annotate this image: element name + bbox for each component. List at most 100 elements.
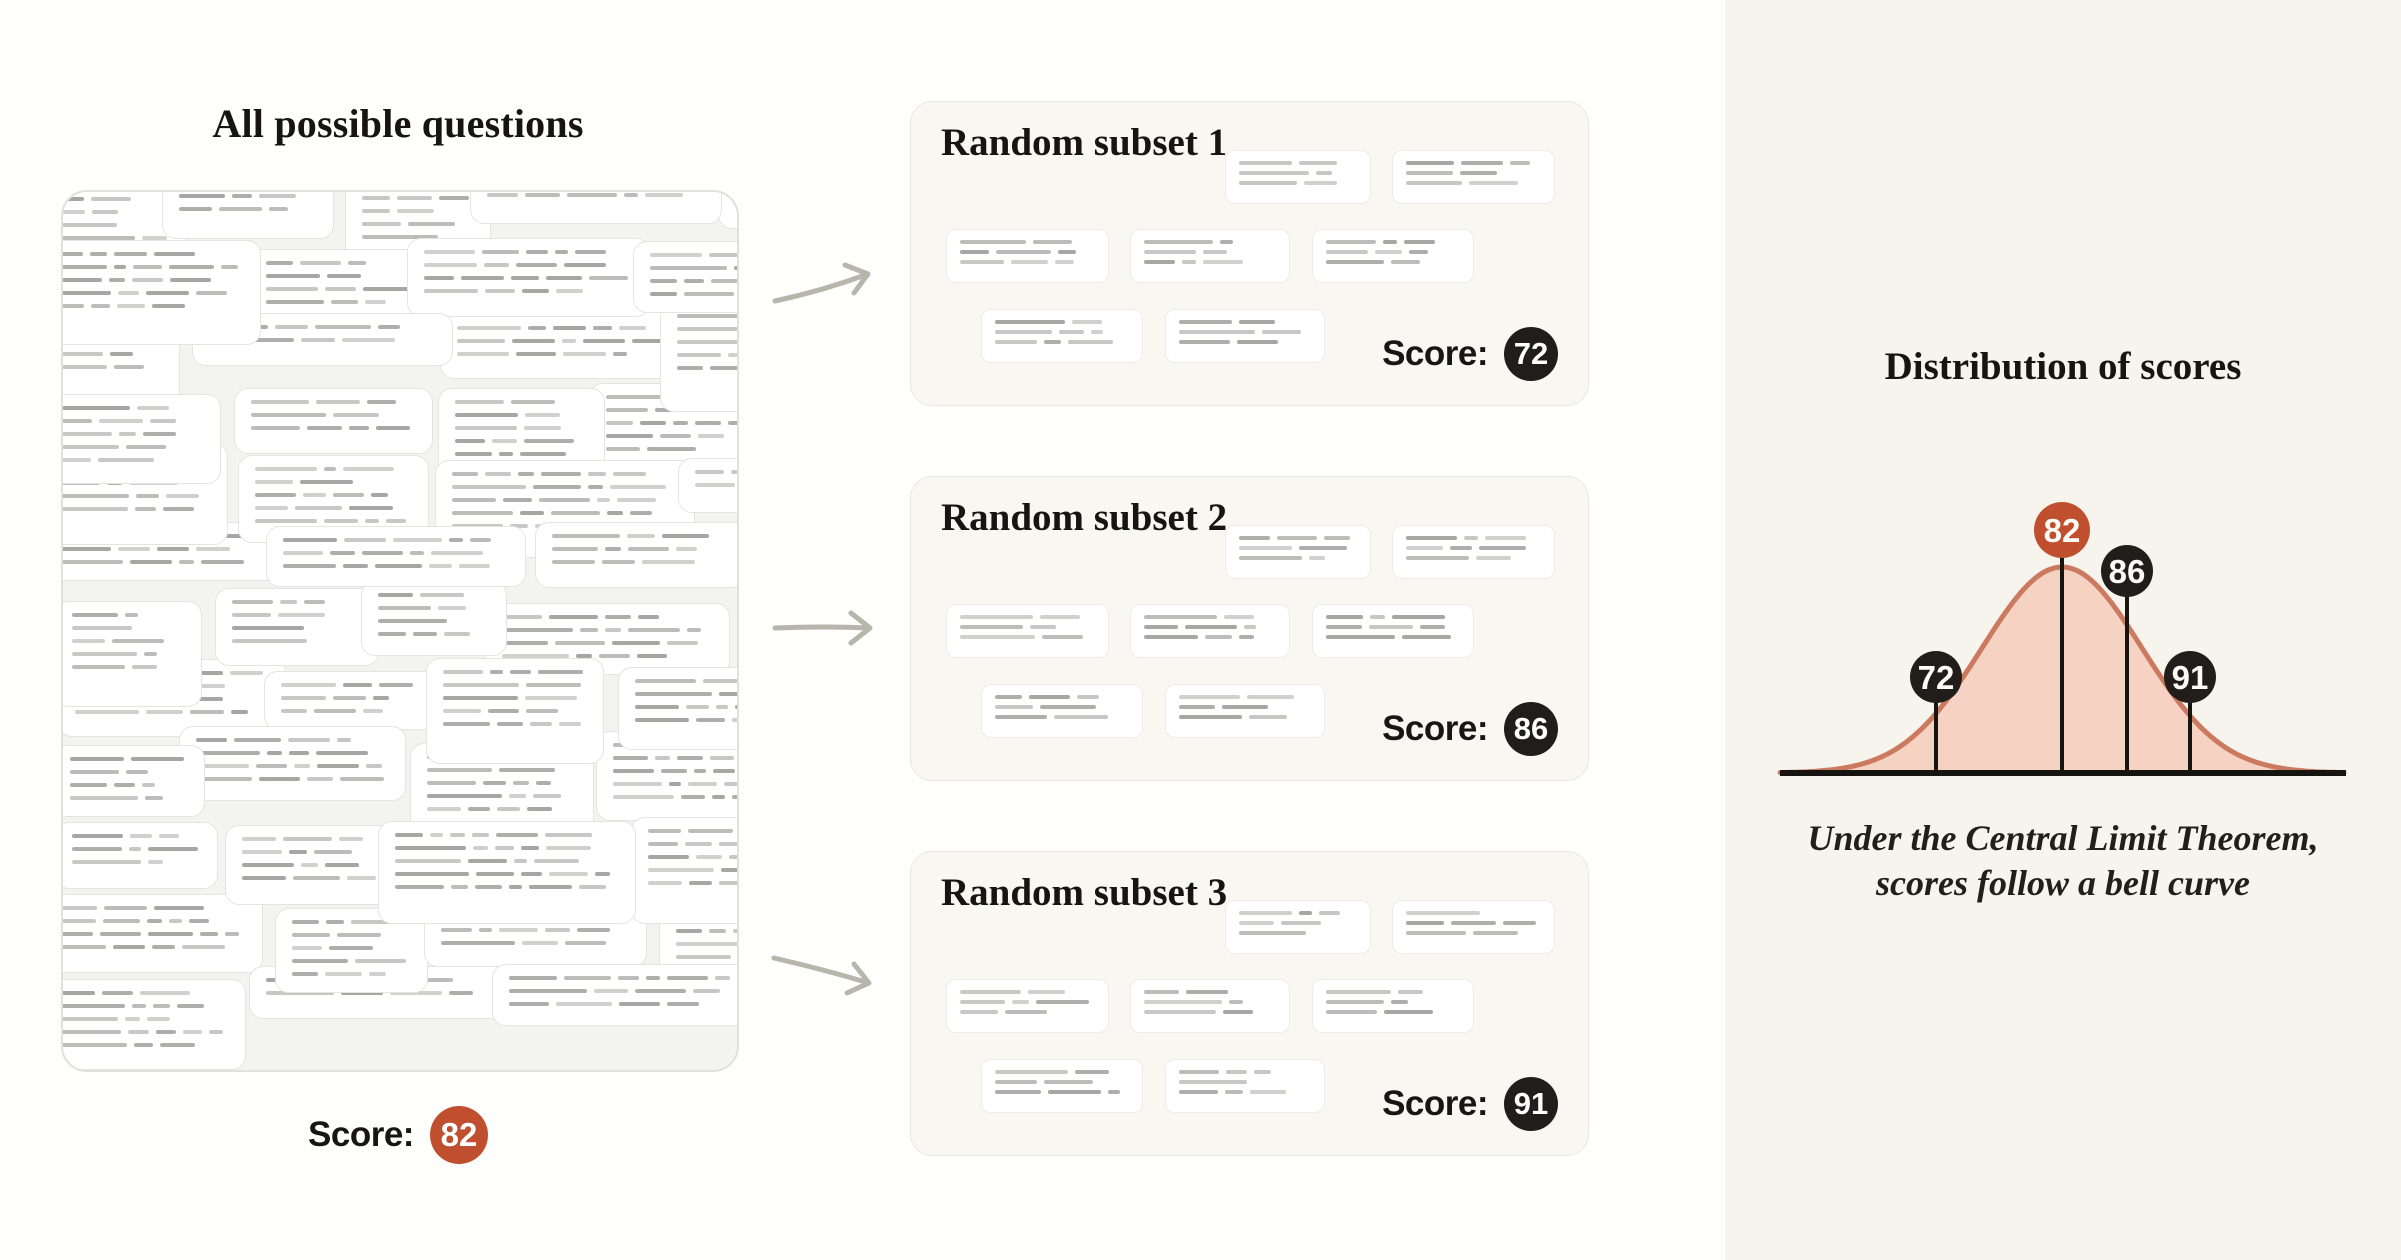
placeholder-dash	[495, 833, 538, 838]
placeholder-dash	[266, 260, 293, 265]
placeholder-text-row	[1406, 546, 1526, 550]
placeholder-dash	[280, 683, 337, 688]
placeholder-dash	[1179, 330, 1255, 334]
placeholder-dash	[1406, 556, 1470, 560]
placeholder-text-row	[63, 931, 239, 936]
placeholder-dash	[521, 941, 558, 946]
placeholder-dash	[510, 524, 528, 529]
placeholder-dash	[522, 289, 549, 294]
placeholder-dash	[343, 538, 387, 543]
placeholder-dash	[613, 768, 655, 773]
placeholder-text-row	[695, 470, 737, 475]
placeholder-text-row	[734, 200, 737, 205]
placeholder-text-row	[1239, 181, 1337, 185]
placeholder-dash	[1239, 931, 1307, 935]
placeholder-dash	[1450, 546, 1473, 550]
placeholder-dash	[1243, 625, 1257, 629]
placeholder-dash	[719, 692, 737, 697]
placeholder-dash	[646, 446, 697, 451]
placeholder-dash	[378, 619, 448, 623]
placeholder-dash	[735, 705, 737, 710]
placeholder-dash	[379, 683, 413, 688]
placeholder-text-row	[63, 236, 168, 241]
placeholder-dash	[676, 546, 698, 551]
placeholder-dash	[362, 222, 402, 227]
placeholder-text-row	[1144, 1010, 1254, 1014]
placeholder-dash	[1239, 536, 1270, 540]
placeholder-text-row	[254, 467, 395, 472]
placeholder-text-row	[426, 806, 553, 811]
placeholder-dash	[132, 665, 158, 670]
question-tile	[266, 526, 527, 587]
placeholder-dash	[395, 859, 461, 864]
question-tile	[361, 581, 508, 656]
placeholder-dash	[443, 670, 484, 675]
placeholder-text-row	[960, 1010, 1048, 1014]
placeholder-dash	[524, 696, 577, 701]
placeholder-dash	[430, 551, 483, 556]
placeholder-text-row	[1239, 546, 1347, 550]
placeholder-dash	[412, 632, 437, 636]
placeholder-dash	[1326, 635, 1396, 639]
placeholder-dash	[1027, 990, 1066, 994]
question-tile	[63, 978, 246, 1070]
placeholder-dash	[63, 560, 124, 565]
placeholder-text-row	[441, 941, 607, 946]
placeholder-dash	[150, 418, 176, 423]
placeholder-text-row	[443, 722, 581, 727]
placeholder-text-row	[378, 632, 470, 636]
placeholder-dash	[332, 493, 365, 498]
placeholder-dash	[1237, 340, 1278, 344]
placeholder-text-row	[509, 988, 721, 993]
placeholder-text-row	[1406, 536, 1526, 540]
placeholder-dash	[613, 794, 674, 799]
placeholder-dash	[395, 872, 469, 877]
placeholder-dash	[498, 451, 514, 456]
placeholder-dash	[728, 352, 737, 357]
placeholder-text-row	[613, 768, 737, 773]
placeholder-dash	[676, 365, 704, 370]
placeholder-dash	[364, 299, 386, 304]
placeholder-dash	[292, 971, 319, 976]
placeholder-dash	[1479, 546, 1526, 550]
placeholder-dash	[668, 781, 682, 786]
placeholder-dash	[1402, 635, 1452, 639]
placeholder-dash	[108, 278, 125, 283]
placeholder-dash	[520, 846, 539, 851]
placeholder-dash	[1326, 615, 1363, 619]
mini-question-card	[1392, 525, 1555, 579]
placeholder-text-row	[251, 425, 411, 430]
placeholder-dash	[349, 506, 393, 511]
placeholder-dash	[154, 905, 204, 910]
placeholder-dash	[1391, 260, 1420, 264]
placeholder-dash	[1326, 1000, 1385, 1004]
score-marker	[2101, 545, 2153, 597]
placeholder-text-row	[613, 781, 737, 786]
placeholder-text-row	[1326, 615, 1446, 619]
placeholder-dash	[178, 207, 213, 212]
placeholder-dash	[613, 781, 662, 786]
mini-question-card	[1165, 684, 1325, 738]
placeholder-dash	[1392, 615, 1446, 619]
placeholder-text-row	[242, 875, 376, 880]
placeholder-dash	[995, 250, 1051, 254]
placeholder-dash	[494, 846, 514, 851]
score-marker	[2164, 651, 2216, 703]
placeholder-text-row	[454, 412, 560, 417]
placeholder-dash	[483, 780, 507, 785]
placeholder-dash	[1473, 931, 1519, 935]
placeholder-text-row	[995, 715, 1109, 719]
placeholder-dash	[378, 593, 413, 597]
placeholder-text-row	[292, 919, 395, 924]
question-tile	[469, 192, 723, 224]
placeholder-dash	[362, 235, 438, 240]
placeholder-text-row	[634, 705, 737, 710]
placeholder-dash	[960, 1000, 1005, 1004]
placeholder-dash	[159, 1042, 195, 1047]
placeholder-dash	[611, 641, 660, 646]
placeholder-dash	[441, 928, 472, 933]
placeholder-text-row	[1239, 911, 1340, 915]
placeholder-dash	[718, 841, 737, 846]
placeholder-dash	[497, 806, 520, 811]
placeholder-text-row	[69, 769, 149, 774]
